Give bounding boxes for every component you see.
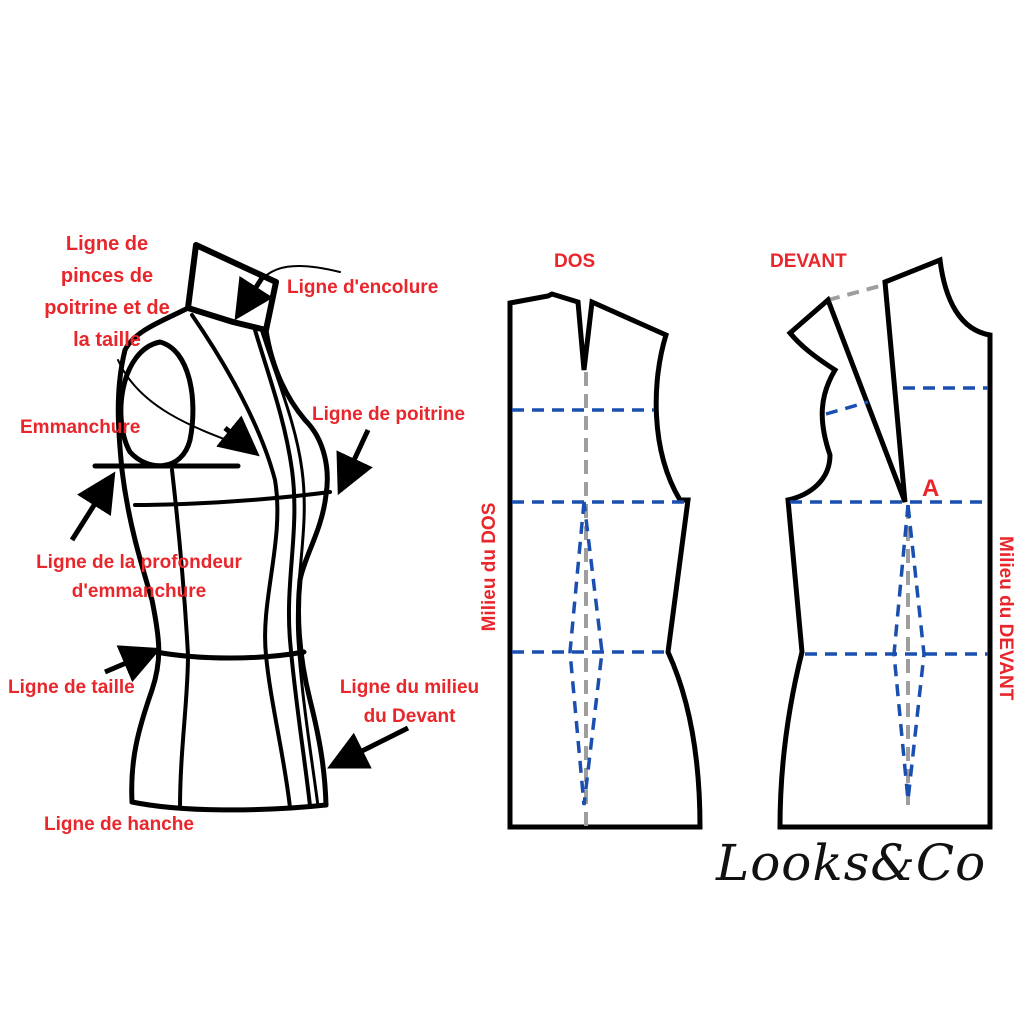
mannequin-bust-line <box>133 490 332 507</box>
front-center-label: Milieu du DEVANT <box>995 536 1016 701</box>
label-armhole-depth: Ligne de la profondeur d'emmanchure <box>36 552 242 603</box>
label-hip: Ligne de hanche <box>44 814 194 835</box>
mannequin-armhole <box>118 339 196 469</box>
brand-logo: Looks&Co <box>716 834 987 892</box>
mannequin-princess-seam-back <box>170 468 190 810</box>
mannequin-princess-seam-front <box>190 313 292 810</box>
label-bust-dart-line: Ligne de pinces de poitrine et de la tai… <box>44 233 170 351</box>
back-outline <box>507 291 703 830</box>
front-neck-dashed <box>827 284 881 302</box>
arrow-neckline <box>234 275 274 321</box>
label-neckline: Ligne d'encolure <box>287 277 439 298</box>
back-dart <box>568 501 604 806</box>
back-title: DOS <box>554 251 596 272</box>
label-armhole: Emmanchure <box>20 417 141 438</box>
front-point-a: A <box>922 475 940 502</box>
front-title: DEVANT <box>770 251 847 272</box>
back-pattern <box>507 291 703 830</box>
mannequin-outline-right <box>263 327 330 808</box>
mannequin-neck <box>185 242 279 333</box>
mannequin-center-front-2 <box>260 330 320 808</box>
front-outline <box>777 256 993 830</box>
front-armhole-guide <box>825 400 869 416</box>
arrow-waist <box>104 645 162 683</box>
label-center-front: Ligne du milieu du Devant <box>339 677 480 727</box>
back-center-label: Milieu du DOS <box>479 502 500 632</box>
label-bust-line: Ligne de poitrine <box>312 404 466 425</box>
mannequin-hem <box>129 799 329 813</box>
arrow-armhole-depth <box>69 471 116 542</box>
mannequin-outline-left <box>115 305 191 805</box>
label-waist: Ligne de taille <box>8 677 135 698</box>
arrow-bust-line <box>336 428 373 496</box>
front-pattern <box>777 256 993 830</box>
mannequin-waist-line <box>153 649 307 661</box>
arrow-bust-dart <box>216 415 260 457</box>
arrow-center-front <box>327 725 410 769</box>
mannequin-center-front-1 <box>253 328 312 808</box>
mannequin-arrows <box>69 275 410 769</box>
